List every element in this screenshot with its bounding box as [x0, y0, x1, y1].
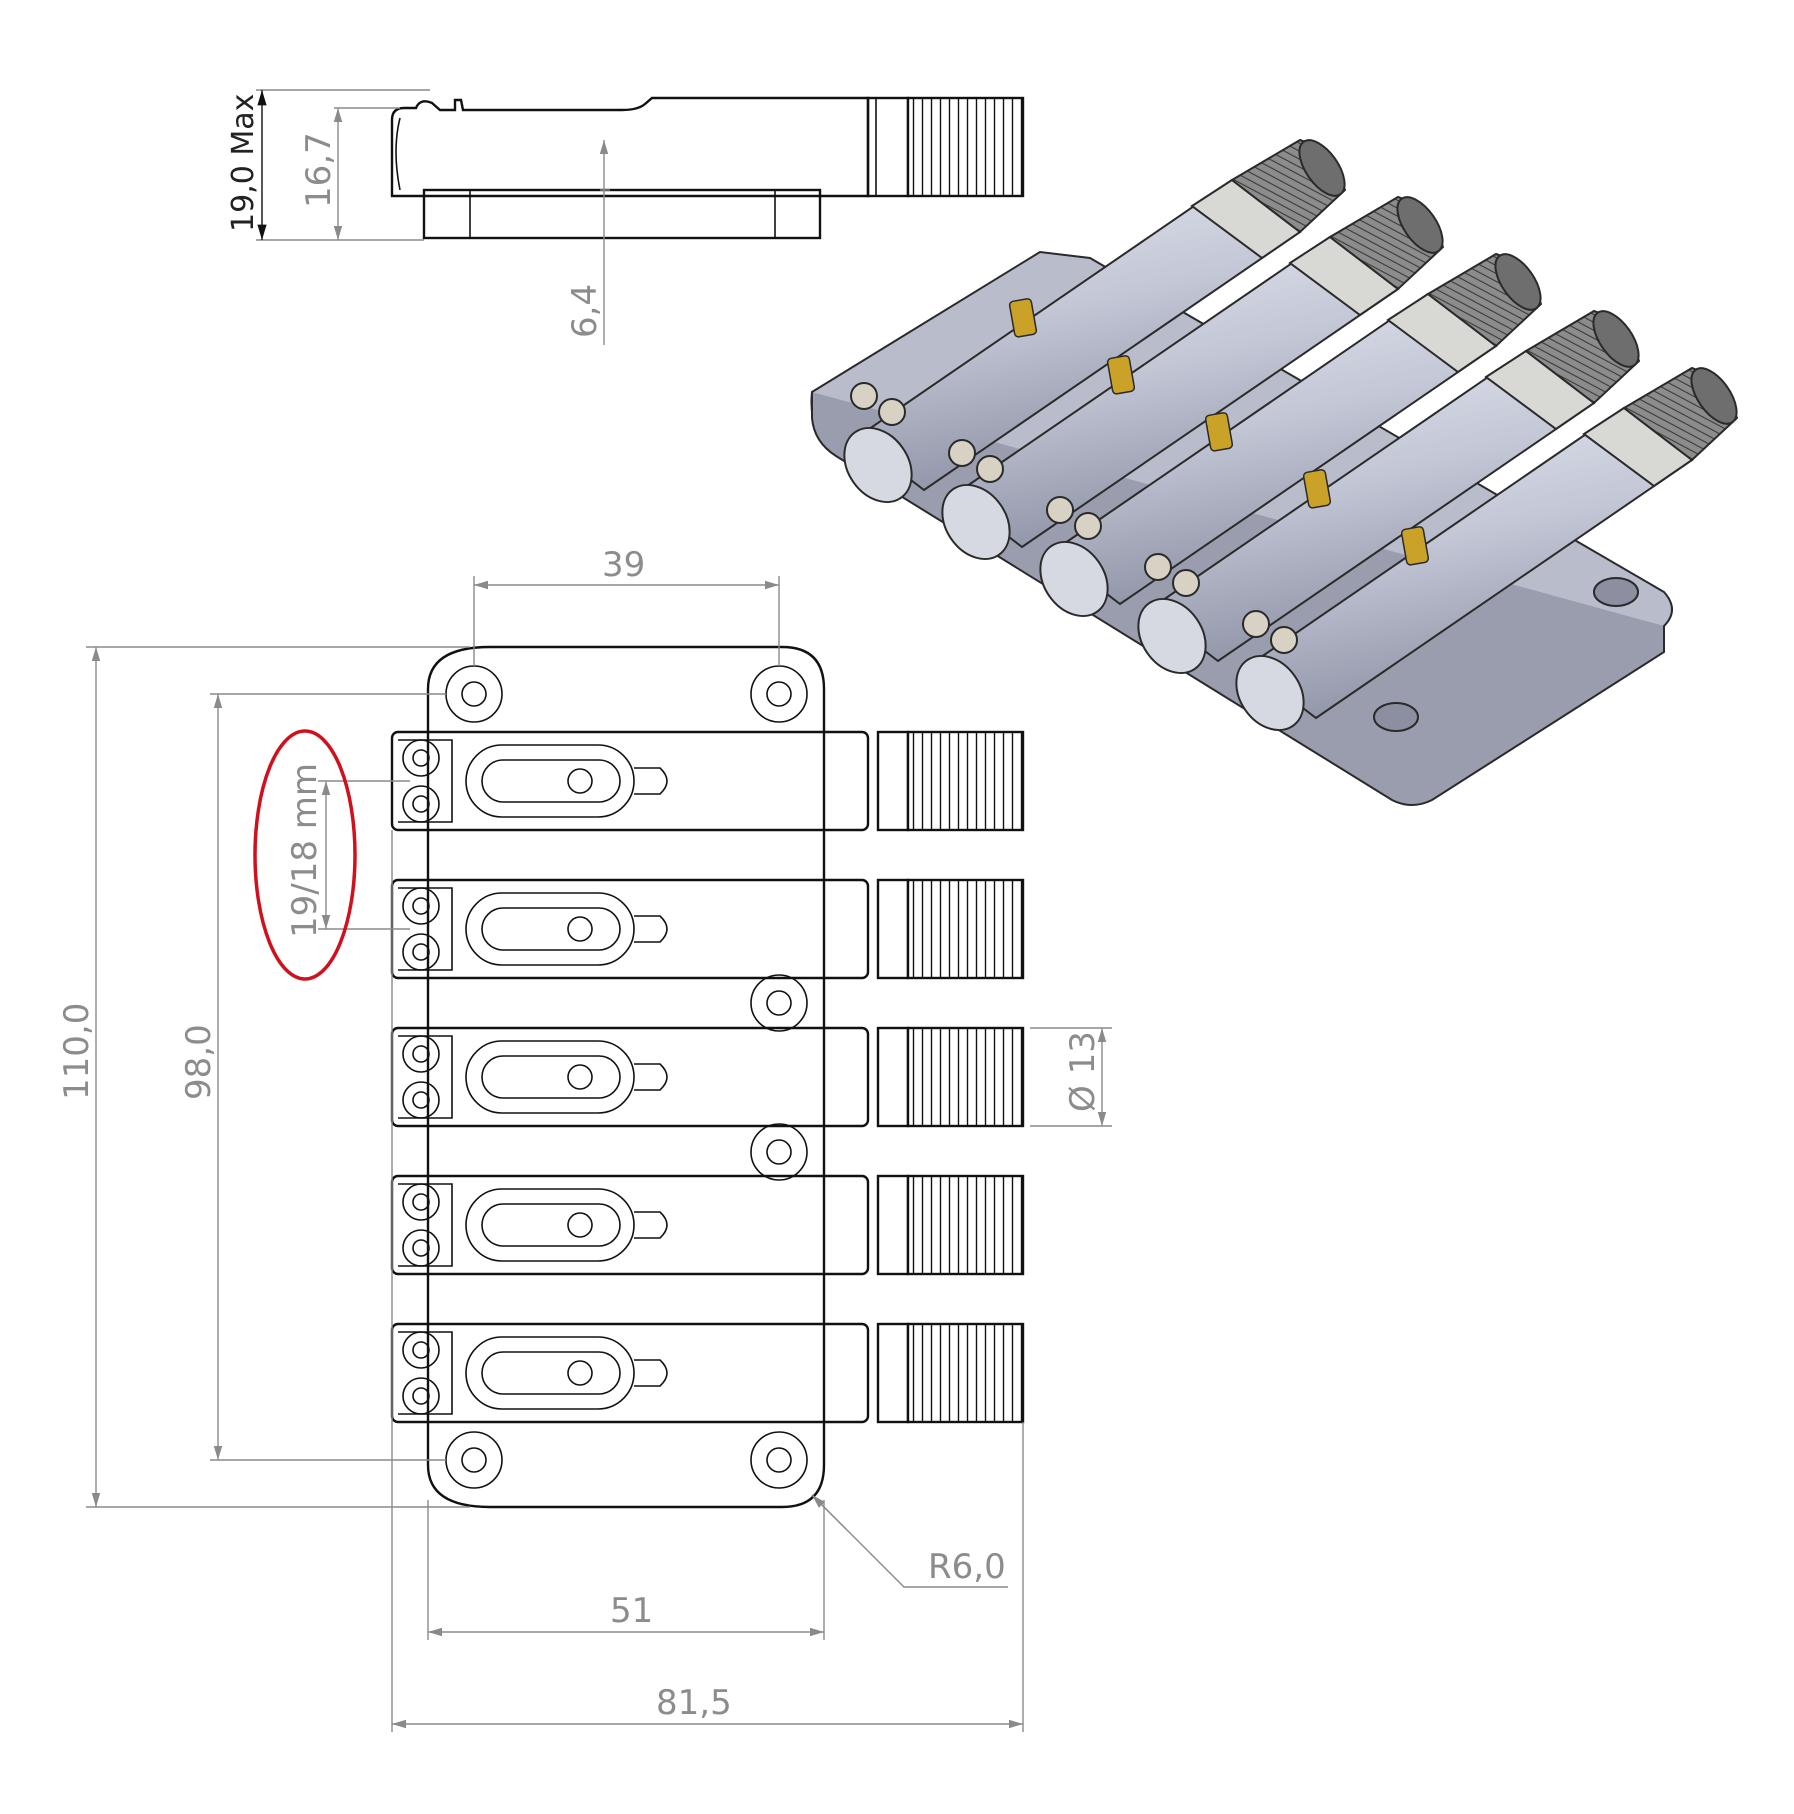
dim-knob-diameter: Ø 13: [1063, 1031, 1103, 1112]
render-tube: [941, 195, 1445, 561]
side-view: [256, 89, 1025, 345]
highlight-ellipse: [253, 729, 357, 981]
dim-total-height: 19,0 Max: [226, 94, 261, 232]
dim-base-width: 51: [610, 1591, 653, 1631]
dim-overall-length: 110,0: [57, 1003, 97, 1100]
mounting-holes: [445, 665, 808, 1489]
holder-row: [390, 1026, 1025, 1128]
render-tube: [1137, 309, 1641, 675]
dim-hole-spacing-vertical: 98,0: [179, 1024, 219, 1100]
render-tube: [843, 138, 1347, 504]
holder-row: [390, 730, 1025, 832]
top-view: [86, 576, 1112, 1732]
dim-base-thickness: 6,4: [565, 284, 605, 338]
holder-row: [390, 1174, 1025, 1276]
isometric-render: [810, 138, 1739, 806]
render-tube: [1039, 252, 1543, 618]
dim-body-height: 16,7: [299, 132, 339, 208]
dim-pitch-highlight: 19/18 mm: [285, 763, 325, 938]
holder-row: [390, 1322, 1025, 1424]
holder-row: [390, 878, 1025, 980]
dim-hole-spacing-top: 39: [602, 545, 645, 585]
dim-corner-radius: R6,0: [928, 1547, 1006, 1587]
dim-overall-width: 81,5: [656, 1683, 732, 1723]
render-tube: [1235, 366, 1739, 732]
